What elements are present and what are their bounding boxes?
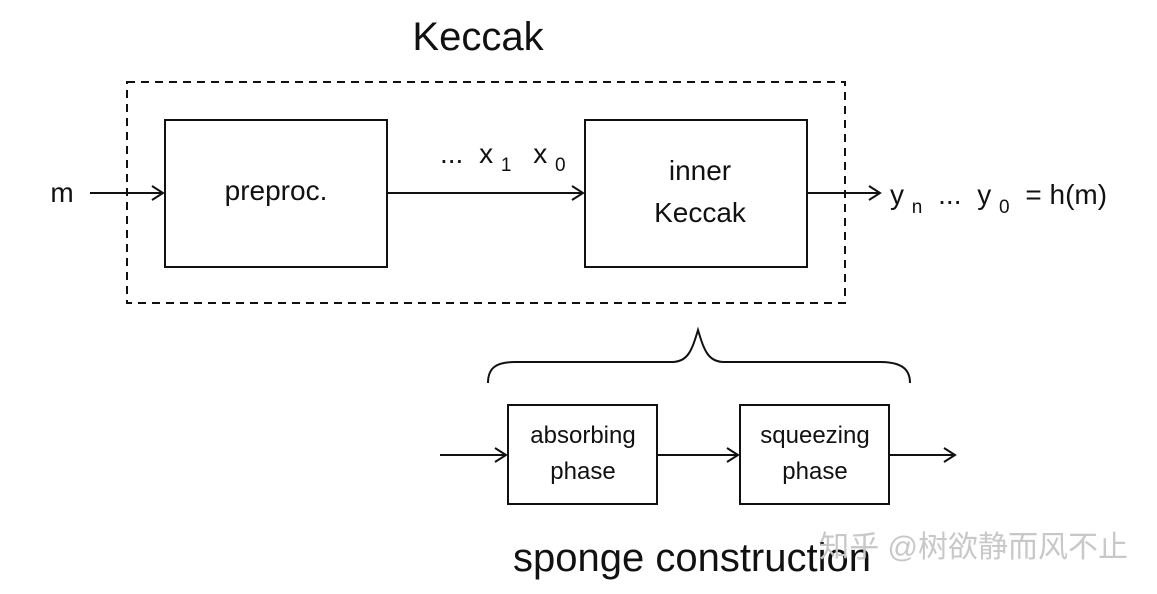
yn-sub: n — [912, 197, 923, 218]
y0-sub: 0 — [999, 197, 1010, 218]
squeezing-phase-box — [739, 404, 890, 505]
absorbing-label-line2: phase — [550, 458, 615, 485]
inner-keccak-label-line1: inner — [669, 155, 731, 186]
inner-keccak-label-line2: Keccak — [654, 197, 747, 228]
watermark-text: 知乎 @树欲静而风不止 — [819, 531, 1128, 564]
squeezing-label-line2: phase — [782, 458, 847, 485]
input-m-label: m — [50, 177, 73, 208]
sponge-brace — [487, 326, 911, 384]
stream-dots: ... — [440, 138, 463, 169]
absorbing-phase-box — [507, 404, 658, 505]
x0-sub: 0 — [555, 155, 566, 176]
output-dots: ... — [938, 179, 961, 210]
y0-base: y — [977, 179, 991, 210]
output-hash: = h(m) — [1025, 179, 1107, 210]
x1-sub: 1 — [501, 155, 512, 176]
intermediate-stream-label: ... x 1 x 0 — [440, 138, 566, 177]
absorbing-label-line1: absorbing — [530, 422, 635, 449]
keccak-title: Keccak — [412, 15, 544, 59]
sponge-construction-caption: sponge construction — [513, 536, 871, 580]
inner-keccak-box — [584, 119, 808, 268]
squeezing-label-line1: squeezing — [760, 422, 869, 449]
preproc-label: preproc. — [225, 175, 328, 206]
output-label: y n ... y 0 = h(m) — [890, 179, 1107, 219]
x1-base: x — [479, 138, 493, 169]
yn-base: y — [890, 179, 904, 210]
x0-base: x — [533, 138, 547, 169]
